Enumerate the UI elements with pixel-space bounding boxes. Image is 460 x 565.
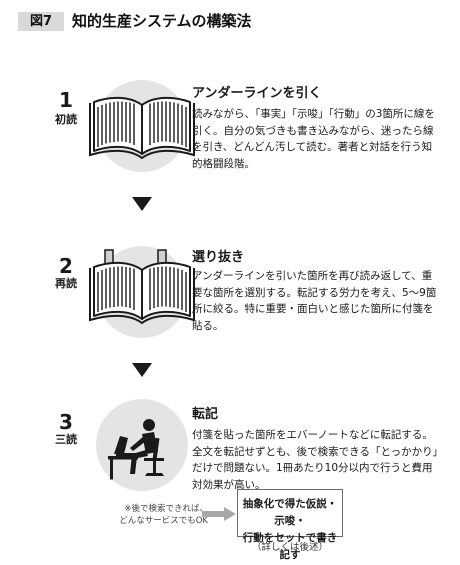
step-1-name: 初読	[55, 113, 77, 126]
open-book-icon	[82, 91, 202, 161]
output-box-line-1: 抽象化で得た仮説・示唆・	[242, 498, 338, 527]
step-1-body: 読みながら、「事実」「示唆」「行動」の3箇所に線を引く。自分の気づきも書き込みな…	[192, 108, 435, 170]
step-2-title: 選り抜き	[192, 250, 245, 265]
step-3-title: 転記	[192, 407, 219, 422]
step-2-name: 再読	[55, 277, 77, 290]
output-box-line-2: 行動をセットで書き記す	[242, 532, 338, 561]
output-box: 抽象化で得た仮説・示唆・ 行動をセットで書き記す	[237, 489, 343, 561]
step-2-number: 2	[59, 254, 73, 278]
book-with-sticky-notes-icon	[82, 246, 202, 326]
service-note-line-2: どんなサービスでもOK	[119, 516, 208, 526]
step-3-body: 付箋を貼った箇所をエバーノートなどに転記する。全文を転記せずとも、後で検索できる…	[192, 429, 438, 491]
service-note: ※後で検索できれば、 どんなサービスでもOK	[78, 503, 208, 527]
figure-label: 図7	[18, 12, 64, 31]
down-arrow-icon	[132, 363, 152, 377]
person-at-computer-icon	[102, 410, 182, 485]
step-1-number: 1	[59, 88, 73, 112]
figure-title: 知的生産システムの構築法	[72, 12, 252, 30]
step-3-name: 三読	[55, 433, 77, 446]
step-1-title: アンダーラインを引く	[192, 86, 322, 101]
service-note-line-1: ※後で検索できれば、	[124, 504, 208, 514]
step-2-body: アンダーラインを引いた箇所を再び読み返して、重要な箇所を選別する。転記する労力を…	[192, 270, 437, 332]
down-arrow-icon	[132, 197, 152, 211]
footnote: （詳しくは後述）	[251, 542, 328, 553]
right-arrow-icon	[200, 506, 240, 521]
step-3-number: 3	[59, 410, 73, 434]
